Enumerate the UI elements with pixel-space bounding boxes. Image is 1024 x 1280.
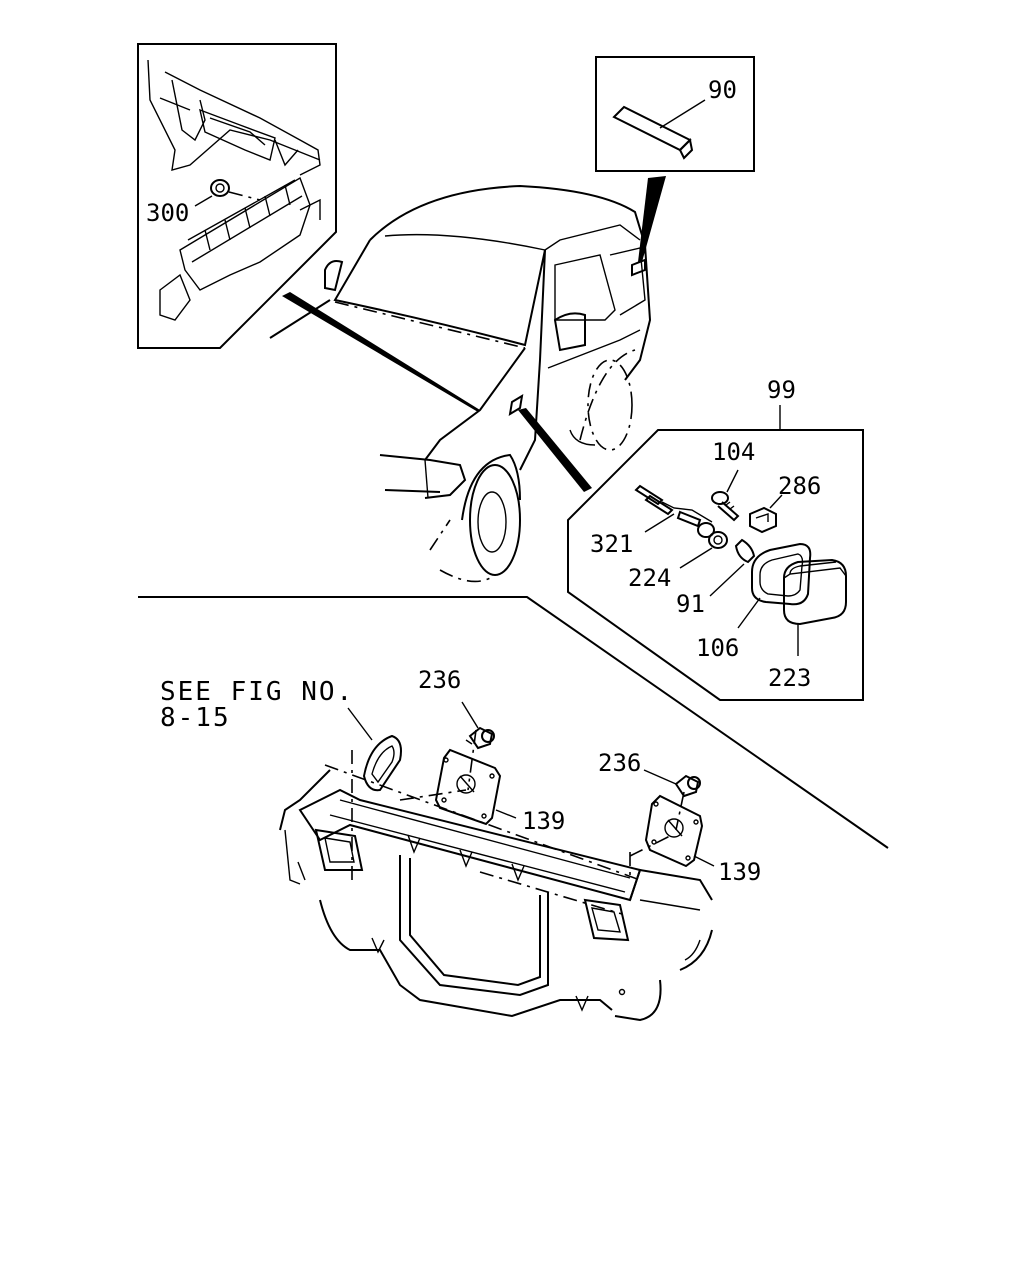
leader-wedge-left (282, 292, 480, 412)
bolt-236-left (461, 701, 495, 750)
callout-223: 223 (768, 664, 811, 692)
callout-300: 300 (146, 199, 189, 227)
see-fig-note-line1: SEE FIG NO. (160, 677, 354, 707)
callout-286: 286 (778, 472, 821, 500)
callout-321: 321 (590, 530, 633, 558)
callout-139-left: 139 (522, 807, 565, 835)
detail-box-weatherstrip: 90 (595, 56, 755, 172)
detail-box-side-marker: 99 104 286 321 (567, 376, 864, 701)
headlamp-bracket (362, 734, 402, 792)
callout-139-right: 139 (718, 858, 761, 886)
callout-91: 91 (676, 590, 705, 618)
leader-wedge-right (638, 176, 666, 262)
bolt-236-right (643, 769, 701, 798)
see-fig-note-line2: 8-15 (160, 703, 231, 733)
callout-236-right: 236 (598, 749, 641, 777)
harness-321 (634, 484, 713, 533)
bulb-91 (709, 538, 756, 597)
callout-236-left: 236 (418, 666, 461, 694)
clip-286 (749, 494, 783, 534)
detail-box-fender-bracket: 300 (137, 43, 337, 349)
mounting-plate-139-right (629, 791, 715, 868)
gasket-106 (737, 542, 812, 629)
callout-106: 106 (696, 634, 739, 662)
section-separator (138, 596, 889, 849)
callout-224: 224 (628, 564, 671, 592)
callout-99: 99 (767, 376, 796, 404)
radiator-core-support (279, 750, 713, 1022)
leader-wedge-marker (518, 408, 592, 492)
mounting-plate-139-left (399, 729, 517, 826)
callout-104: 104 (712, 438, 755, 466)
callout-90: 90 (708, 76, 737, 104)
screw-104 (711, 469, 740, 522)
vehicle-body-sketch (269, 184, 652, 583)
lens-223 (783, 558, 847, 656)
socket-224 (679, 522, 728, 569)
